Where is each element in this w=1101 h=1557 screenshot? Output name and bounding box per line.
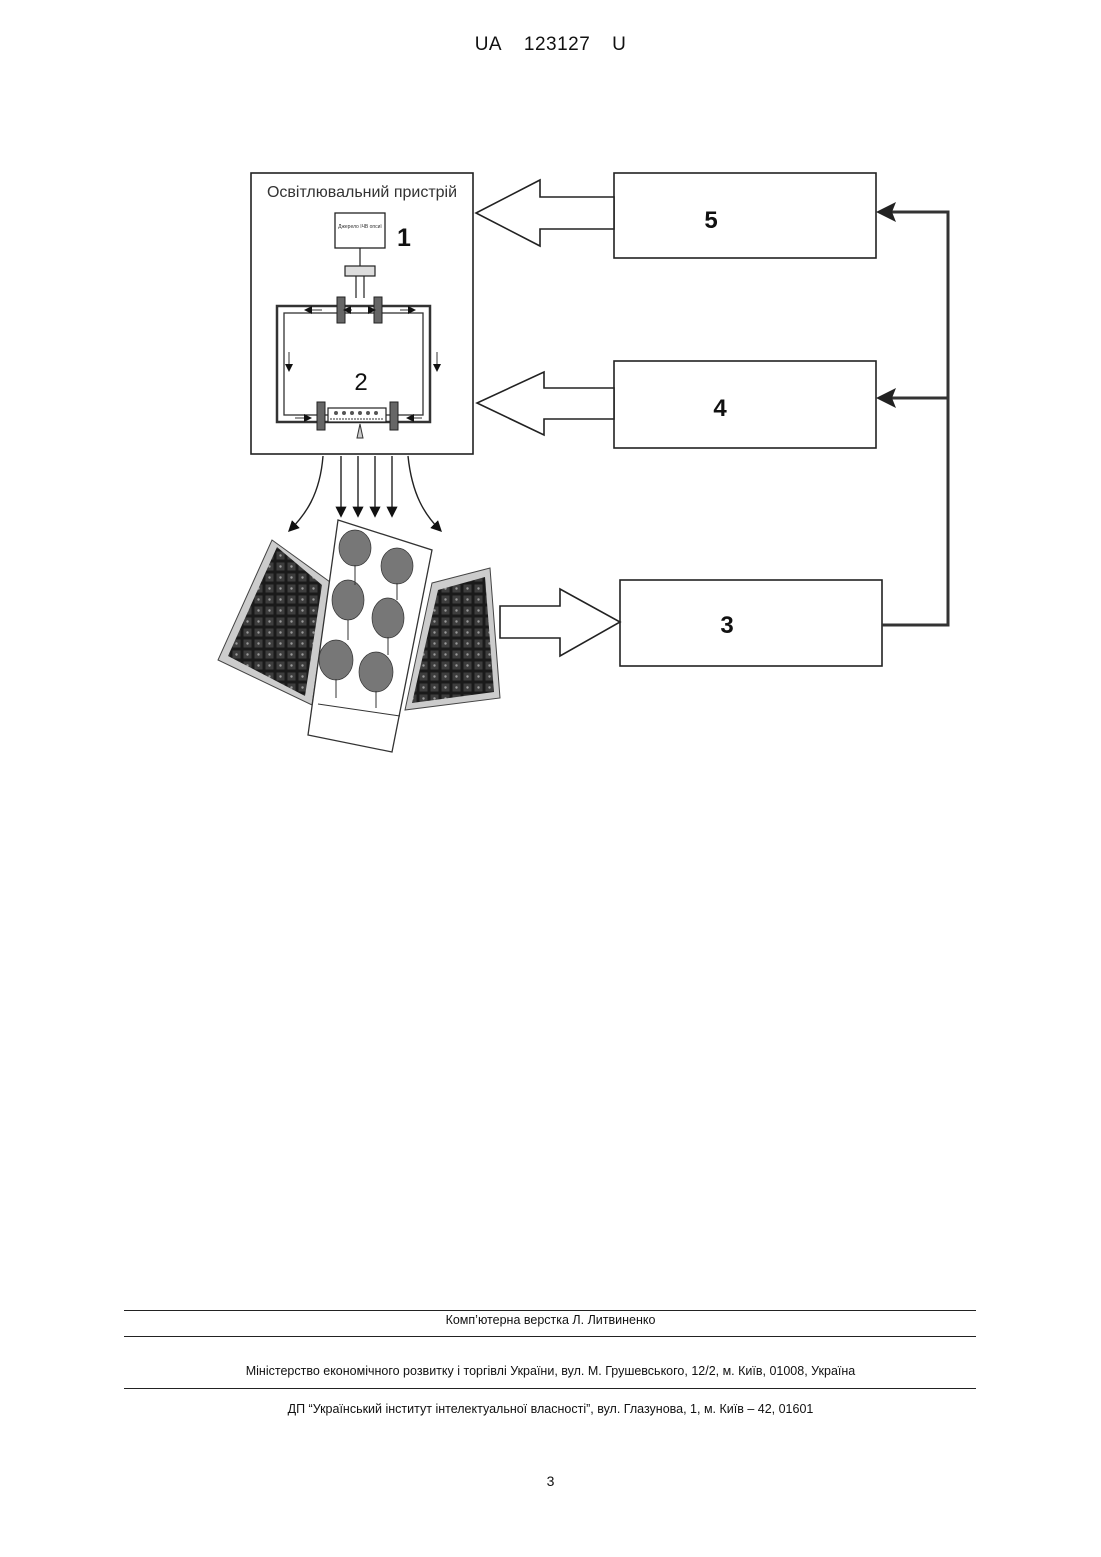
arrow-panels-to-3 [500,589,620,656]
source-box-label: Джерело ІЧВ опсиї [338,224,382,230]
footer-ministry: Міністерство економічного розвитку і тор… [0,1364,1101,1378]
block-3-label: 3 [720,612,733,639]
block-3: 3 [620,580,882,666]
plant-tray [308,520,432,752]
solar-panel-left [218,540,330,705]
block-5-label: 5 [704,207,717,234]
footer-layout: Комп’ютерна верстка Л. Литвиненко [0,1313,1101,1327]
light-source-box [335,213,385,248]
lighting-device: Освітлювальний пристрій Джерело ІЧВ опси… [251,173,473,454]
block-4-label: 4 [713,395,727,422]
block-5: 5 [614,173,876,258]
feedback-lines [882,212,948,625]
arrow-5-to-device [476,180,614,246]
divider-top [124,1310,976,1311]
divider-middle [124,1336,976,1337]
block-2-label: 2 [354,369,367,396]
page-number: 3 [0,1473,1101,1489]
device-title: Освітлювальний пристрій [267,184,457,201]
light-rays [290,456,440,530]
block-1-label: 1 [397,224,411,252]
arrow-4-to-device [477,372,614,435]
block-4: 4 [614,361,876,448]
footer-institute: ДП “Український інститут інтелектуальної… [0,1402,1101,1416]
divider-bottom [124,1388,976,1389]
figure-diagram: Освітлювальний пристрій Джерело ІЧВ опси… [0,0,1101,780]
